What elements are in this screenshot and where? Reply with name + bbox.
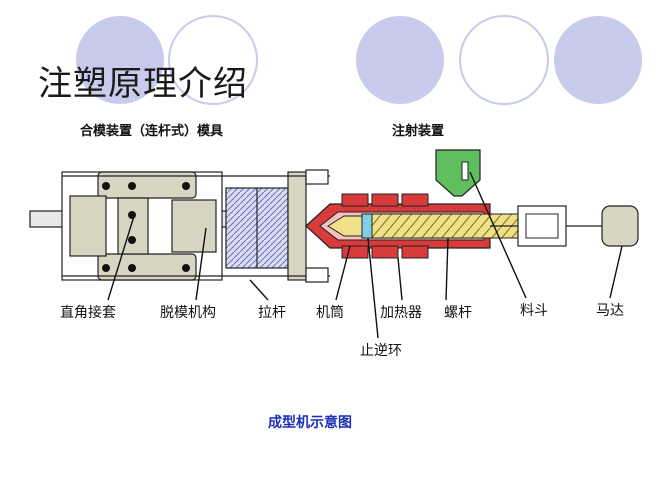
moving-platen	[171, 199, 217, 253]
leader-hopper	[469, 171, 527, 299]
drive-coupling	[525, 213, 559, 239]
label-motor: 马达	[596, 303, 624, 319]
tie-bar-nut-bottom	[305, 267, 329, 283]
rear-platen	[69, 195, 107, 257]
label-tie-bar: 拉杆	[258, 305, 286, 321]
label-ejector: 脱模机构	[160, 305, 216, 321]
label-clamp-sleeve: 直角接套	[60, 305, 116, 321]
pivot-pin-3	[182, 182, 190, 190]
leader-clamp-sleeve	[107, 215, 135, 301]
leader-screw	[445, 237, 449, 301]
deco-circle-2	[168, 15, 258, 105]
check-ring	[361, 213, 373, 239]
section-injection-label: 注射装置	[392, 124, 445, 139]
label-check-ring: 止逆环	[360, 343, 402, 359]
toggle-link-middle	[117, 197, 149, 255]
leader-motor	[609, 245, 623, 299]
pivot-pin-1	[102, 182, 110, 190]
deco-circle-3	[356, 16, 444, 104]
pivot-pin-2	[128, 182, 136, 190]
label-barrel: 机筒	[316, 305, 344, 321]
heater-band-3	[401, 193, 429, 207]
deco-circle-4	[459, 15, 549, 105]
leader-heater	[397, 257, 403, 301]
leader-check-ring	[367, 237, 379, 339]
heater-band-1	[341, 193, 369, 207]
motor	[601, 205, 639, 247]
label-screw: 螺杆	[444, 305, 472, 321]
stationary-platen	[287, 171, 307, 281]
heater-band-5	[371, 245, 399, 259]
leader-barrel	[335, 245, 351, 301]
heater-band-6	[401, 245, 429, 259]
heater-band-2	[371, 193, 399, 207]
label-heater: 加热器	[380, 305, 422, 321]
deco-circle-5	[554, 16, 642, 104]
section-clamp-label: 合模装置（连杆式）模具	[80, 124, 224, 139]
figure-caption: 成型机示意图	[268, 415, 352, 431]
pivot-pin-5	[128, 236, 136, 244]
pivot-pin-6	[102, 264, 110, 272]
tie-bar-nut-top	[305, 169, 329, 185]
hopper	[435, 149, 481, 197]
heater-band-4	[341, 245, 369, 259]
leader-tie-bar	[249, 279, 269, 301]
pivot-pin-4	[128, 211, 136, 219]
pivot-pin-7	[128, 264, 136, 272]
pivot-pin-8	[182, 264, 190, 272]
leader-ejector	[195, 227, 207, 301]
deco-circle-1	[76, 16, 164, 104]
hopper-window	[461, 161, 469, 181]
label-hopper: 料斗	[520, 303, 548, 319]
slide-title: 注塑原理介绍	[38, 64, 248, 104]
